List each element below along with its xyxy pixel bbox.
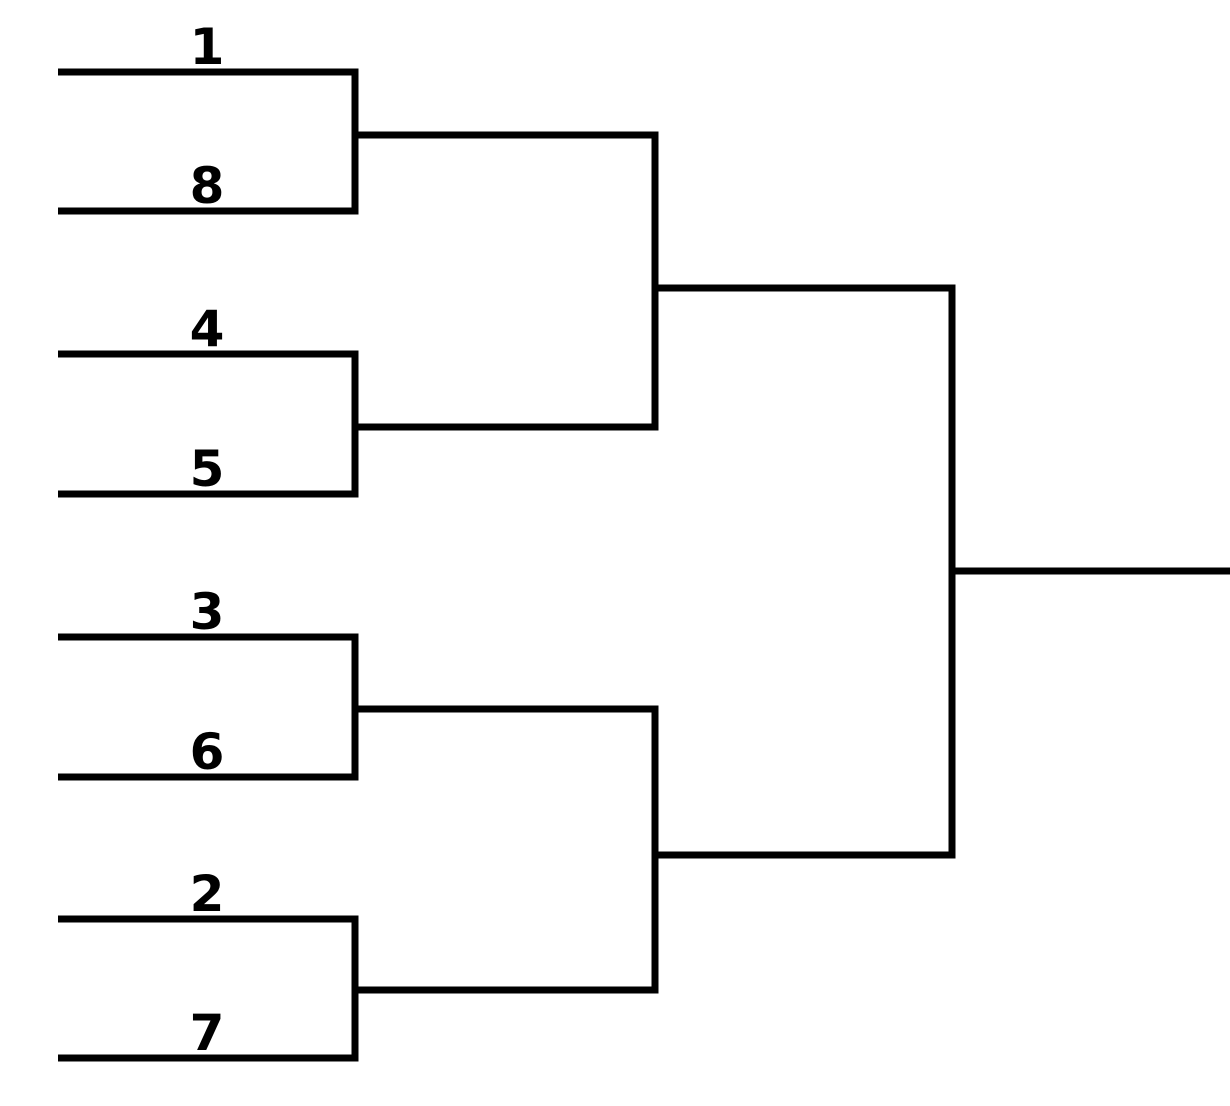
- seed-label-8: 8: [190, 157, 225, 215]
- seed-label-3: 3: [190, 583, 225, 641]
- seed-label-4: 4: [190, 300, 225, 358]
- seed-label-2: 2: [190, 865, 225, 923]
- seed-label-5: 5: [190, 440, 225, 498]
- seed-label-6: 6: [190, 723, 225, 781]
- seed-label-1: 1: [190, 18, 225, 76]
- seed-label-7: 7: [190, 1004, 225, 1062]
